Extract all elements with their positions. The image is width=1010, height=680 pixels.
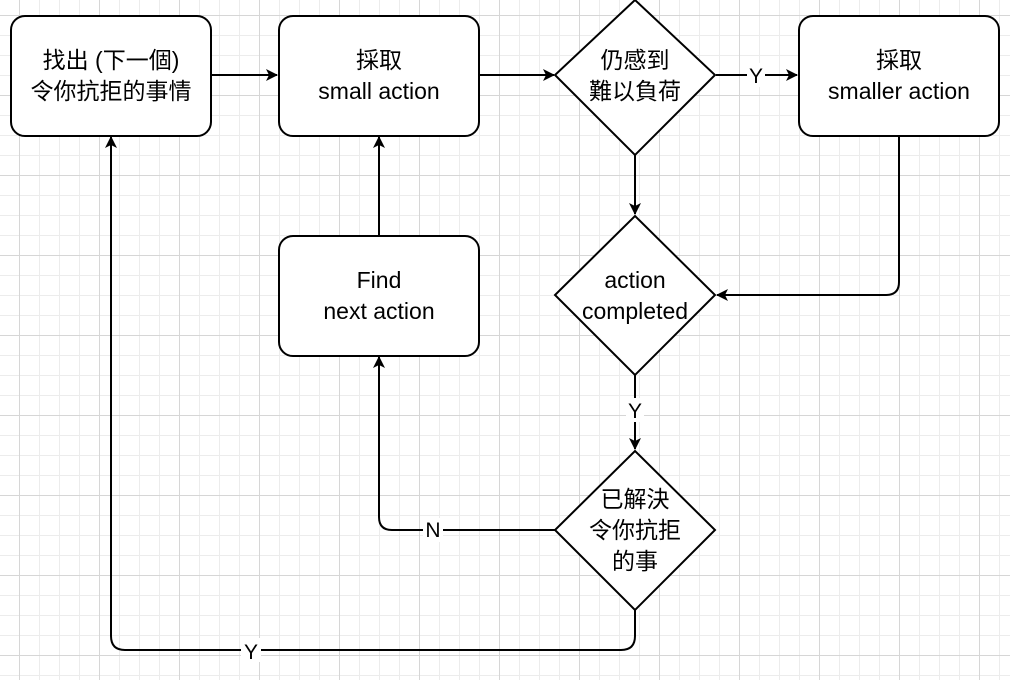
node-find-task[interactable]: 找出 (下一個) 令你抗拒的事情 xyxy=(10,15,212,137)
edge-label-completed-yes: Y xyxy=(628,400,642,423)
edge-labels: Y Y N Y xyxy=(241,63,765,664)
node-resolved-line1: 已解決 xyxy=(601,486,670,512)
node-still-overwhelmed-line2: 難以負荷 xyxy=(589,78,681,104)
node-find-next-line2: next action xyxy=(323,298,434,324)
node-smaller-action-line2: smaller action xyxy=(828,78,970,104)
node-resolved-line2: 令你抗拒 xyxy=(589,517,681,543)
node-action-completed-line2: completed xyxy=(582,298,688,324)
edge-resolved-no-to-find-next[interactable] xyxy=(373,356,555,531)
node-find-next-action[interactable]: Find next action xyxy=(278,235,480,357)
node-smaller-action[interactable]: 採取 smaller action xyxy=(798,15,1000,137)
node-action-completed-line1: action xyxy=(604,267,665,293)
node-still-overwhelmed[interactable]: 仍感到 難以負荷 xyxy=(553,0,717,157)
edges xyxy=(105,69,900,651)
node-small-action-line1: 採取 xyxy=(356,47,402,73)
node-action-completed[interactable]: action completed xyxy=(553,214,717,377)
node-still-overwhelmed-line1: 仍感到 xyxy=(601,47,670,73)
edge-label-overwhelmed-yes: Y xyxy=(749,65,763,88)
node-small-action[interactable]: 採取 small action xyxy=(278,15,480,137)
node-find-task-line1: 找出 (下一個) xyxy=(43,47,180,73)
node-find-next-line1: Find xyxy=(357,267,402,293)
edge-label-resolved-yes: Y xyxy=(244,641,258,664)
node-find-task-line2: 令你抗拒的事情 xyxy=(31,78,192,104)
node-resolved[interactable]: 已解決 令你抗拒 的事 xyxy=(553,449,717,612)
node-resolved-line3: 的事 xyxy=(612,548,658,574)
node-small-action-line2: small action xyxy=(318,78,439,104)
node-smaller-action-line1: 採取 xyxy=(876,47,922,73)
edge-resolved-yes-to-find-task[interactable] xyxy=(105,136,636,651)
edge-label-resolved-no: N xyxy=(425,519,440,542)
edge-smaller-to-completed[interactable] xyxy=(716,136,900,301)
